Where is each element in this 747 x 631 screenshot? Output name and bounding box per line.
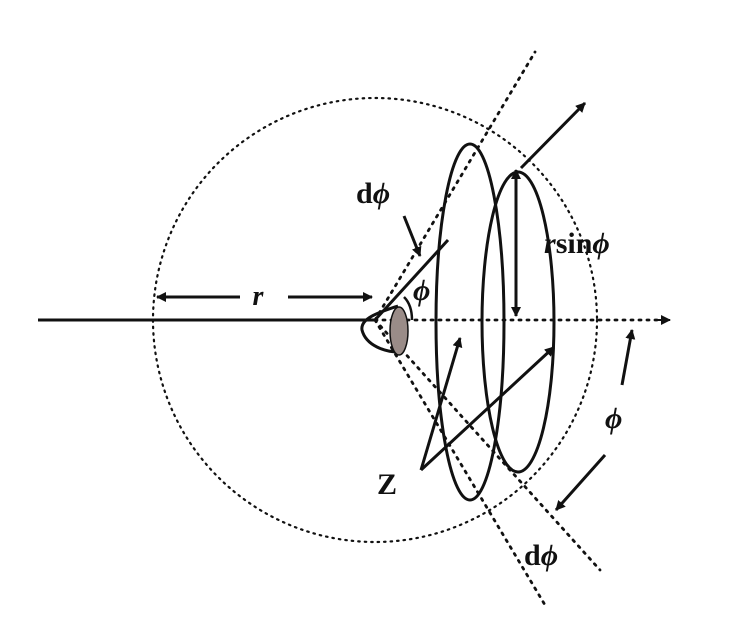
label-dphi-top-phi: ϕ (373, 177, 390, 210)
solid-angle-cone (360, 304, 399, 354)
cone-lower-line (373, 318, 547, 607)
z-arrow-1 (419, 337, 463, 471)
upper-right-arrow (519, 101, 587, 170)
label-dphi-bottom: dϕ (524, 539, 558, 572)
cone-lower-line-2 (373, 318, 602, 572)
z-arrow-2 (419, 345, 556, 472)
label-rsin: rsinϕ (544, 227, 610, 260)
outer-ring (434, 142, 506, 502)
label-phi-outer: ϕ (605, 402, 622, 435)
inner-ring (480, 170, 556, 474)
cone-solid-line (373, 238, 450, 322)
label-dphi-bottom-phi: ϕ (541, 539, 558, 572)
label-rsin-sin: sin (556, 227, 593, 260)
label-rsin-r: r (544, 227, 556, 260)
label-phi-inner: ϕ (413, 274, 430, 307)
label-z: Z (377, 468, 397, 501)
phi-angle-arc (403, 296, 414, 321)
label-dphi-top-d: d (356, 177, 373, 210)
phi-outer-arrow-up (620, 329, 636, 386)
solid-angle-disk (389, 306, 409, 356)
phi-outer-arrow-down (554, 454, 607, 511)
label-r: r (253, 281, 265, 312)
label-dphi-bottom-d: d (524, 539, 541, 572)
label-rsin-phi: ϕ (592, 227, 609, 260)
cone-upper-line (373, 50, 537, 322)
dphi-top-arrow (402, 215, 422, 257)
label-dphi-top: dϕ (356, 177, 390, 210)
